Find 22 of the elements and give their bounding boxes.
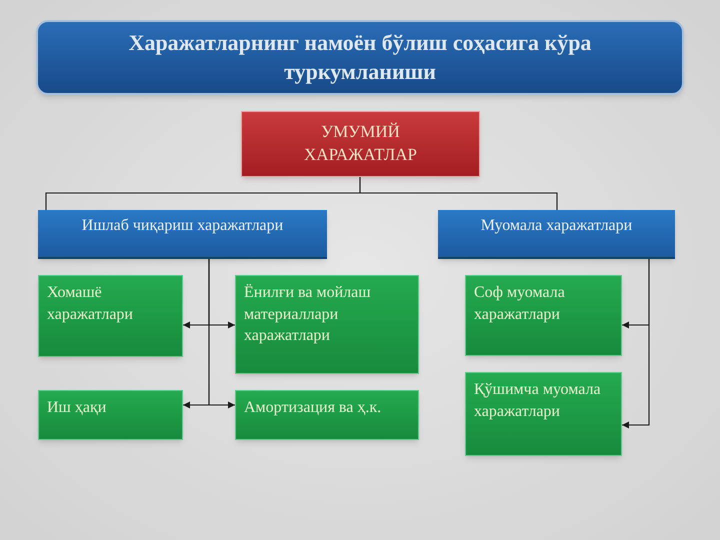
- box-label: УМУМИЙ ХАРАЖАТЛАР: [303, 121, 418, 166]
- box-label: Хомашё харажатлари: [47, 283, 134, 325]
- box-label: Соф муомала харажатлари: [474, 283, 566, 325]
- box-label: Амортизация ва ҳ.к.: [244, 398, 382, 418]
- box-label: Ёнилғи ва мойлаш материаллари харажатлари: [244, 283, 372, 346]
- title-banner: Харажатларнинг намоён бўлиш соҳасига кўра туркумланиши: [36, 20, 684, 95]
- box-label: Иш ҳақи: [47, 398, 106, 418]
- item-box: [465, 275, 622, 356]
- item-box: [235, 390, 419, 440]
- item-box: [235, 275, 419, 374]
- item-box: [38, 390, 183, 440]
- arrow: [208, 259, 235, 408]
- category-box: [38, 210, 327, 259]
- connector-line: [359, 177, 558, 210]
- item-box: [38, 275, 183, 357]
- root-box: [241, 111, 480, 177]
- box-label: Қўшимча муомала харажатлари: [474, 380, 602, 422]
- category-box: [438, 210, 675, 259]
- item-box: [465, 372, 622, 456]
- box-label: Ишлаб чиқариш харажатлари: [82, 216, 284, 236]
- arrow: [622, 259, 650, 428]
- box-label: Муомала харажатлари: [480, 216, 632, 236]
